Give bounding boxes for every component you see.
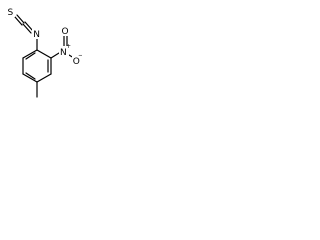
chemical-structure: N S N + O O − — [6, 6, 82, 98]
c-s-double-bond-b — [14, 16, 23, 26]
oxide-negative-charge: − — [78, 52, 82, 59]
ring-bond-c6-c1 — [22, 49, 38, 59]
ring-double-bond-inner-2 — [25, 72, 36, 80]
benzene-ring — [22, 49, 52, 83]
ring-double-bond-inner-3 — [25, 52, 36, 60]
n-c-double-bond-b — [22, 23, 32, 34]
isothiocyanate-group: N S — [6, 6, 41, 51]
c-s-double-bond-a — [16, 14, 25, 24]
ring-to-nitro-bond — [50, 52, 60, 59]
nitro-group: N + O O − — [50, 25, 82, 67]
ring-bond-c3-c4 — [36, 73, 52, 83]
nitro-top-oxygen-label: O — [62, 27, 69, 37]
sulfur-label: S — [8, 8, 14, 18]
ring-bond-c1-c2 — [36, 49, 52, 59]
nitro-positive-charge: + — [66, 43, 71, 50]
isothiocyanate-nitrogen-label: N — [33, 30, 40, 40]
nitro-nitrogen-label: N — [60, 48, 67, 58]
ring-bond-c4-c5 — [22, 73, 38, 83]
nitro-bottom-oxygen-label: O — [73, 57, 80, 67]
n-c-double-bond-a — [24, 21, 34, 32]
